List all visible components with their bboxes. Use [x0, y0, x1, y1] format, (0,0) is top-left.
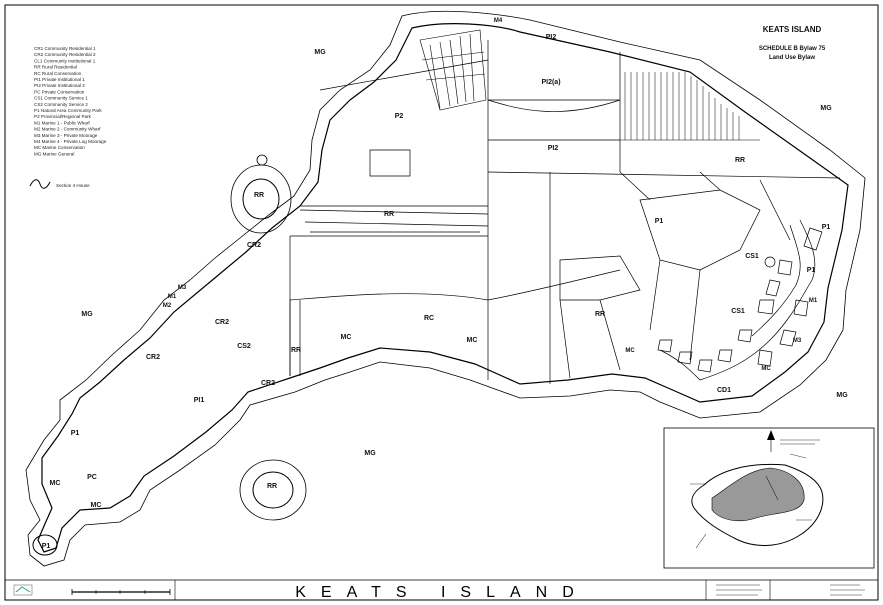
rock-north: [256, 154, 268, 166]
zone-label: RR: [384, 211, 394, 218]
inset-map: [663, 427, 875, 569]
zone-label: RR: [254, 192, 264, 199]
legend-item: CR1 Community Residential 1: [34, 46, 96, 51]
zone-label: RR: [291, 347, 301, 354]
settlement-northwest: [419, 29, 487, 111]
zone-label: P1: [822, 224, 831, 231]
zone-label: CD1: [717, 387, 731, 394]
legend-item: CS1 Community Service 1: [34, 96, 88, 101]
zone-label: P1: [42, 543, 51, 550]
zone-label: MG: [364, 450, 376, 457]
legend-item: PI2 Private Institutional 2: [34, 83, 85, 88]
zone-label: MC: [50, 480, 61, 487]
parcel-boundaries: [289, 40, 841, 384]
zone-label: PI2: [546, 34, 557, 41]
legend-item: CL1 Community Institutional 1: [34, 58, 96, 63]
zone-label: CR2: [247, 242, 261, 249]
zone-label: M1: [809, 298, 818, 304]
zone-label: PI1: [194, 397, 205, 404]
bylaw-label: Land Use Bylaw: [769, 55, 815, 61]
zone-labels: MGMGMGMGMGM4PI2PI2(a)PI2P2RRRRRRCR2P1P1P…: [42, 18, 848, 550]
schedule-label: SCHEDULE B Bylaw 75: [759, 46, 826, 52]
shoreline-buffer: [25, 10, 866, 567]
legend-item: PC Private Conservation: [34, 89, 85, 94]
zone-label: CS2: [237, 343, 251, 350]
logo-icon: [13, 584, 33, 596]
zone-label: M3: [178, 285, 187, 291]
islet-south-buffer: [239, 459, 307, 521]
legend-item: M2 Marine 2 - Community Wharf: [34, 127, 101, 132]
zone-label: RC: [424, 315, 434, 322]
zone-label: P1: [807, 267, 816, 274]
zone-label: M3: [793, 338, 802, 344]
island-coastline: [37, 23, 849, 553]
zone-label: P1: [655, 218, 664, 225]
zone-label: MG: [836, 392, 848, 399]
legend-item: RC Rural Conservation: [34, 71, 82, 76]
islet-north: [242, 178, 280, 220]
legend-item: MG Marine General: [34, 151, 74, 156]
zone-label: RR: [267, 483, 277, 490]
legend-item: M3 Marine 3 - Private Moorage: [34, 133, 98, 138]
legend-item: CR2 Community Residential 2: [34, 52, 96, 57]
hatched-zone: [620, 72, 760, 141]
inset-island-outline: [691, 463, 824, 546]
settlement-southeast: [657, 219, 823, 381]
zone-label: MC: [467, 337, 478, 344]
zone-label: CR2: [146, 354, 160, 361]
legend-item: CS2 Community Service 2: [34, 102, 88, 107]
legend-item: MC Marine Conservation: [34, 145, 85, 150]
zone-label: PC: [87, 474, 97, 481]
zone-label: MC: [341, 334, 352, 341]
zone-label: CS1: [745, 253, 759, 260]
legend-item: P1 Natural Area Community Park: [34, 108, 102, 113]
zone-label: MG: [314, 49, 326, 56]
inset-island-fill: [711, 467, 805, 522]
map-title: KEATS ISLAND: [763, 25, 822, 34]
zone-label: PI2: [548, 145, 559, 152]
section-4-house-symbol: [29, 179, 51, 189]
zone-label: CS1: [731, 308, 745, 315]
zone-label: M4: [494, 18, 503, 24]
zone-label: RR: [595, 311, 605, 318]
legend-item: RR Rural Residential: [34, 65, 77, 70]
zone-label: M1: [168, 294, 177, 300]
legend-item: PI1 Private Institutional 1: [34, 77, 85, 82]
legend-section-4-house: Section 4 House: [56, 183, 90, 188]
zone-label: MC: [91, 502, 102, 509]
zone-label: MC: [625, 348, 635, 354]
zone-label: MG: [81, 311, 93, 318]
legend-item: M4 Marine 4 - Private Log Moorage: [34, 139, 107, 144]
legend-item: M1 Marine 1 - Public Wharf: [34, 120, 90, 125]
bottom-title: KEATS ISLAND: [295, 584, 589, 601]
zone-label: PI2(a): [541, 79, 560, 86]
islet-south: [252, 471, 294, 509]
sheet-border: [4, 4, 879, 601]
zone-label: P2: [395, 113, 404, 120]
zone-label: CR2: [215, 319, 229, 326]
north-arrow-icon: [767, 430, 775, 440]
zone-label: P1: [71, 430, 80, 437]
islet-north-buffer: [230, 164, 292, 234]
zone-label: MG: [820, 105, 832, 112]
zone-label: RR: [735, 157, 745, 164]
zone-label: CR2: [261, 380, 275, 387]
zone-label: M2: [163, 303, 172, 309]
title-block: KEATS ISLAND: [13, 584, 865, 601]
zone-label: MC: [761, 366, 771, 372]
legend-item: P2 Provincial/Regional Park: [34, 114, 92, 119]
islet-southwest: [32, 534, 58, 556]
